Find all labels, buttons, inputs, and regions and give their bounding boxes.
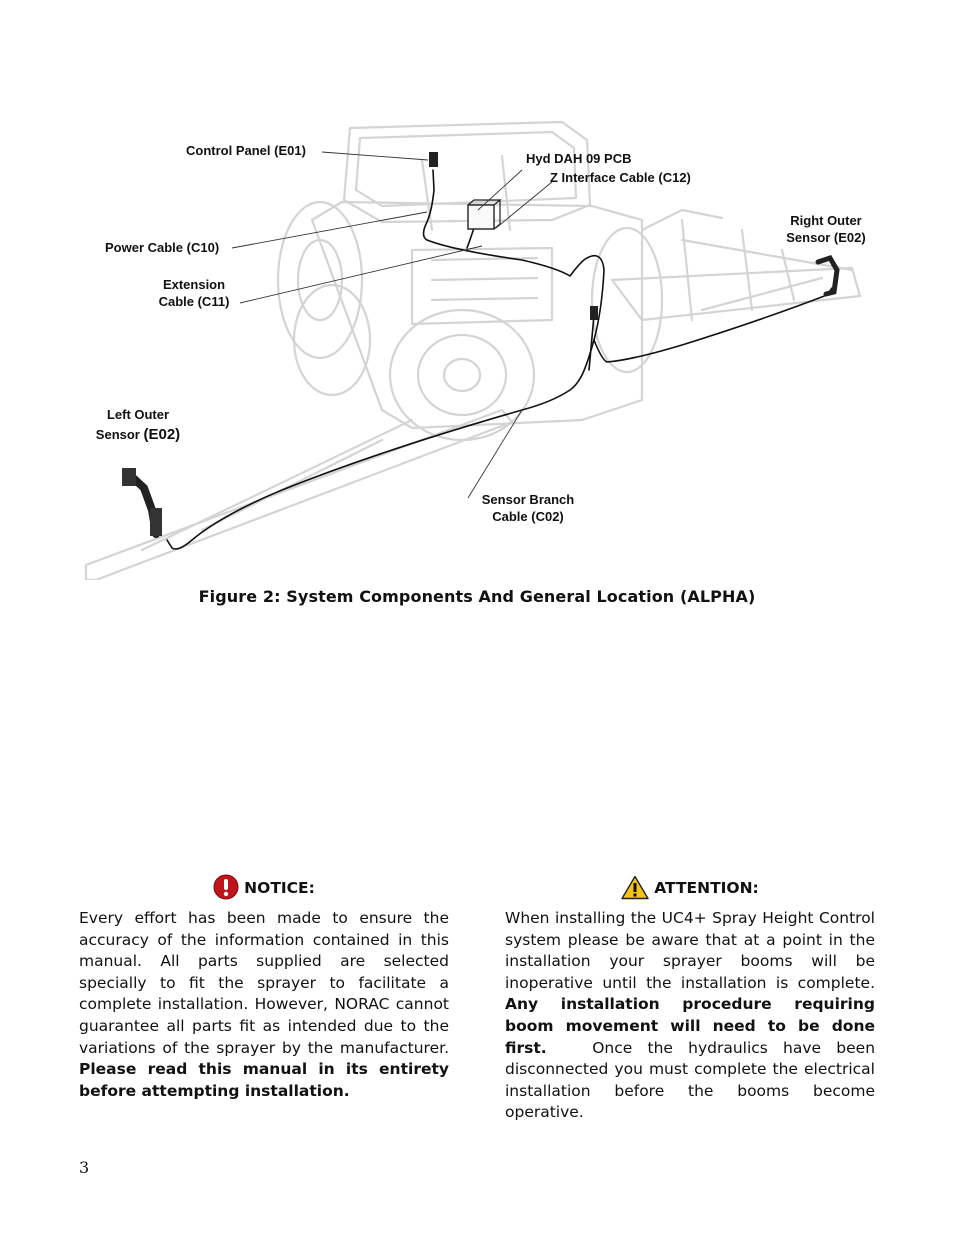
right-sensor-icon [815, 254, 840, 297]
attention-body-bold: Any installation procedure requiring boo… [505, 995, 875, 1057]
notice-box: NOTICE: Every effort has been made to en… [79, 868, 449, 1102]
system-components-figure: Control Panel (E01) Hyd DAH 09 PCB Z Int… [82, 110, 874, 580]
attention-body: When installing the UC4+ Spray Height Co… [505, 909, 876, 1122]
notice-body: Every effort has been made to ensure the… [79, 909, 449, 1100]
notice-heading: NOTICE: [79, 868, 449, 900]
attention-title: ATTENTION: [654, 879, 759, 898]
label-sensor-branch-cable: Sensor Branch Cable (C02) [481, 492, 575, 524]
page-number: 3 [79, 1158, 90, 1177]
pcb-box-icon [467, 204, 495, 230]
attention-box: ATTENTION: When installing the UC4+ Spra… [505, 868, 875, 1124]
sprayer-illustration [84, 120, 862, 580]
notice-body-bold: Please read this manual in its entirety … [79, 1060, 449, 1100]
notice-title: NOTICE: [244, 879, 315, 898]
label-right-outer-sensor: Right Outer Sensor (E02) [786, 213, 866, 245]
exclamation-circle-icon [213, 874, 239, 900]
label-hyd-pcb: Hyd DAH 09 PCB [526, 151, 632, 166]
label-extension-cable: Extension Cable (C11) [158, 277, 230, 309]
label-power-cable: Power Cable (C10) [105, 240, 220, 255]
label-left-outer-sensor: Left Outer Sensor (E02) [95, 407, 181, 443]
label-z-interface-cable: Z Interface Cable (C12) [550, 170, 691, 185]
attention-heading: ATTENTION: [505, 868, 875, 900]
figure-caption: Figure 2: System Components And General … [198, 587, 756, 606]
warning-triangle-icon [621, 875, 649, 900]
label-control-panel: Control Panel (E01) [186, 143, 306, 158]
control-panel-icon [429, 152, 438, 167]
